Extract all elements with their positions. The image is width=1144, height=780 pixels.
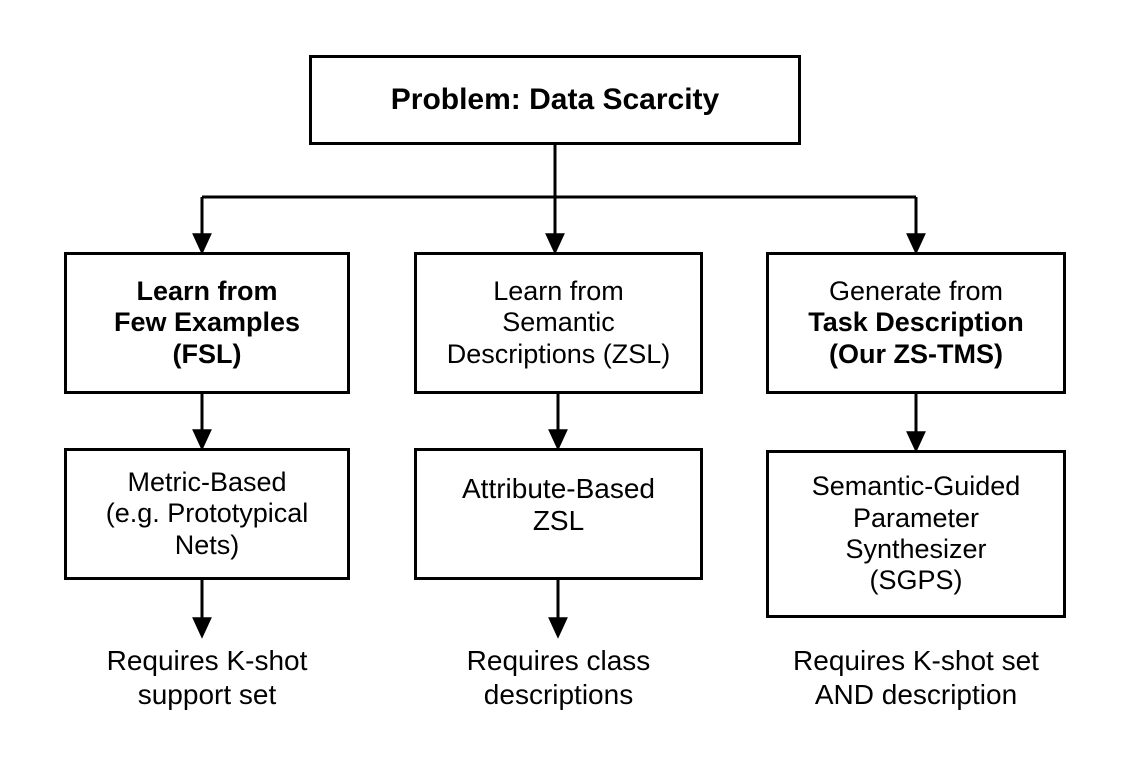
caption-zstms-line-2: AND description (814, 678, 1018, 710)
caption-zstms-line-1: Requires K-shot set (793, 645, 1039, 676)
node-zsl-line-2: Semantic (502, 307, 615, 338)
caption-requires-class-descriptions: Requires class descriptions (414, 644, 703, 711)
caption-zsl-line-2: descriptions (483, 678, 634, 710)
node-zstms-line-3: (Our ZS-TMS) (829, 338, 1003, 369)
caption-fsl-line-2: support set (137, 678, 277, 710)
node-sgps-line-1: Semantic-Guided (811, 471, 1021, 502)
node-metric-line-3: Nets) (174, 529, 240, 560)
node-fsl-line-2: Few Examples (113, 307, 301, 338)
node-zsl-line-3: Descriptions (ZSL) (446, 338, 671, 369)
node-attr-line-1: Attribute-Based (462, 473, 655, 504)
node-learn-from-semantic-descriptions: Learn from Semantic Descriptions (ZSL) (414, 252, 703, 394)
node-generate-from-task-description: Generate from Task Description (Our ZS-T… (766, 252, 1066, 394)
node-zsl-line-1: Learn from (493, 276, 624, 307)
node-attr-line-2: ZSL (532, 505, 585, 537)
node-zstms-line-2: Task Description (808, 307, 1024, 338)
caption-requires-k-shot-set-and-description: Requires K-shot set AND description (756, 644, 1076, 711)
node-metric-line-1: Metric-Based (127, 467, 287, 498)
node-zstms-line-1: Generate from (828, 276, 1004, 307)
caption-requires-k-shot-support-set: Requires K-shot support set (64, 644, 350, 711)
node-problem-data-scarcity: Problem: Data Scarcity (309, 55, 801, 145)
node-problem-line-1: Problem: Data Scarcity (390, 82, 720, 116)
caption-zsl-line-1: Requires class (466, 645, 651, 676)
caption-fsl-line-1: Requires K-shot (106, 645, 308, 676)
node-fsl-line-1: Learn from (136, 276, 278, 307)
node-attribute-based-zsl: Attribute-Based ZSL (414, 448, 703, 580)
node-fsl-line-3: (FSL) (172, 338, 242, 369)
node-sgps-line-3: Synthesizer (845, 534, 987, 564)
node-sgps-line-4: (SGPS) (869, 565, 963, 596)
node-semantic-guided-parameter-synthesizer: Semantic-Guided Parameter Synthesizer (S… (766, 450, 1066, 618)
node-sgps-line-2: Parameter (852, 502, 980, 533)
node-learn-from-few-examples: Learn from Few Examples (FSL) (64, 252, 350, 394)
node-metric-line-2: (e.g. Prototypical (105, 498, 309, 529)
node-metric-based: Metric-Based (e.g. Prototypical Nets) (64, 448, 350, 580)
